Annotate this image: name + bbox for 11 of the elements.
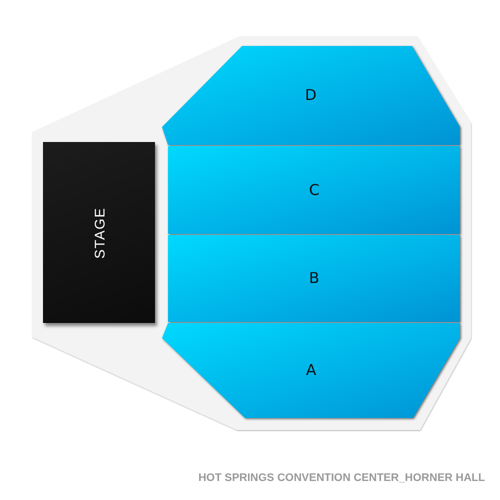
section-label: A [306, 363, 316, 378]
seating-section [162, 46, 460, 145]
section-label: B [309, 271, 320, 286]
section-label: C [309, 182, 320, 198]
venue-caption: HOT SPRINGS CONVENTION CENTER_HORNER HALL [198, 473, 485, 484]
stage-label: STAGE [92, 206, 106, 258]
section-label: D [305, 88, 317, 103]
seating-section [168, 235, 460, 322]
seating-section [168, 146, 460, 234]
seating-section [162, 323, 460, 418]
stage-block [43, 142, 155, 323]
